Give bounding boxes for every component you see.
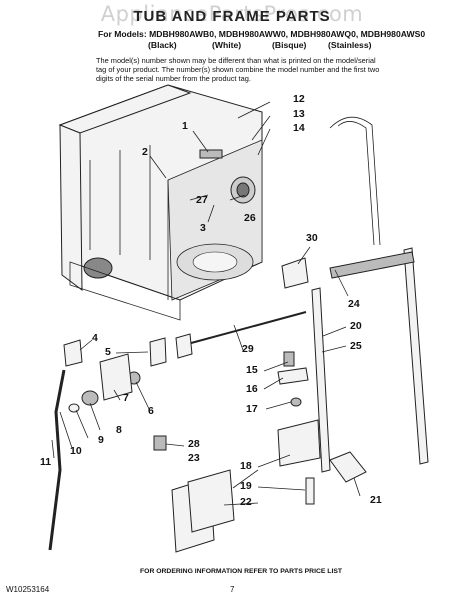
vent-strip (329, 251, 415, 279)
rod-bracket (175, 333, 193, 359)
callout-30: 30 (306, 232, 318, 244)
callout-19: 19 (240, 480, 252, 492)
callout-26: 26 (244, 212, 256, 224)
callout-7: 7 (123, 392, 129, 404)
callout-5: 5 (105, 346, 111, 358)
callout-3: 3 (200, 222, 206, 234)
part-15 (283, 351, 295, 367)
rod (179, 311, 307, 347)
footer-doc-number: W10253164 (6, 585, 50, 594)
callout-28: 28 (188, 438, 200, 450)
part-21 (329, 451, 367, 483)
models-line: For Models: MDBH980AWB0, MDBH980AWW0, MD… (98, 29, 426, 39)
callout-10: 10 (70, 445, 82, 457)
callout-21: 21 (370, 494, 382, 506)
tub-assembly (58, 84, 263, 321)
callout-15: 15 (246, 364, 258, 376)
part-28 (153, 435, 167, 451)
part-18 (277, 419, 321, 467)
callout-11: 11 (40, 456, 52, 468)
callout-14: 14 (293, 122, 305, 134)
footer-ordering-note: FOR ORDERING INFORMATION REFER TO PARTS … (140, 568, 343, 575)
callout-16: 16 (246, 383, 258, 395)
hinge-bracket (281, 257, 309, 289)
callout-6: 6 (148, 405, 154, 417)
color-white: (White) (212, 40, 242, 50)
watermark: AppliancePartsPros.com (100, 2, 364, 26)
door-gasket (329, 116, 381, 246)
part-4 (63, 339, 83, 367)
part-8 (81, 390, 99, 406)
color-bisque: (Bisque) (272, 40, 307, 50)
side-trim-left (311, 287, 331, 473)
callout-24: 24 (348, 298, 360, 310)
part-23 (187, 469, 235, 533)
footer-page-number: 7 (230, 585, 235, 594)
side-trim-right (403, 247, 429, 465)
callout-12: 12 (293, 93, 305, 105)
part-19 (305, 477, 315, 505)
part-9 (68, 403, 80, 413)
callout-20: 20 (350, 320, 362, 332)
callout-27: 27 (196, 194, 208, 206)
callout-1: 1 (182, 120, 188, 132)
color-stainless: (Stainless) (328, 40, 372, 50)
model-note: The model(s) number shown may be differe… (96, 56, 380, 83)
part-16 (277, 367, 309, 385)
page-title: TUB AND FRAME PARTS (133, 8, 331, 25)
callout-8: 8 (116, 424, 122, 436)
callout-25: 25 (350, 340, 362, 352)
callout-18: 18 (240, 460, 252, 472)
part-7 (99, 353, 133, 401)
callout-23: 23 (188, 452, 200, 464)
part-17 (290, 397, 302, 407)
callout-17: 17 (246, 403, 258, 415)
callout-2: 2 (142, 146, 148, 158)
callout-29: 29 (242, 343, 254, 355)
callout-22: 22 (240, 496, 252, 508)
part-5 (149, 337, 167, 367)
callout-13: 13 (293, 108, 305, 120)
color-black: (Black) (148, 40, 177, 50)
callout-4: 4 (92, 332, 98, 344)
callout-9: 9 (98, 434, 104, 446)
part-11-cable (48, 369, 66, 551)
